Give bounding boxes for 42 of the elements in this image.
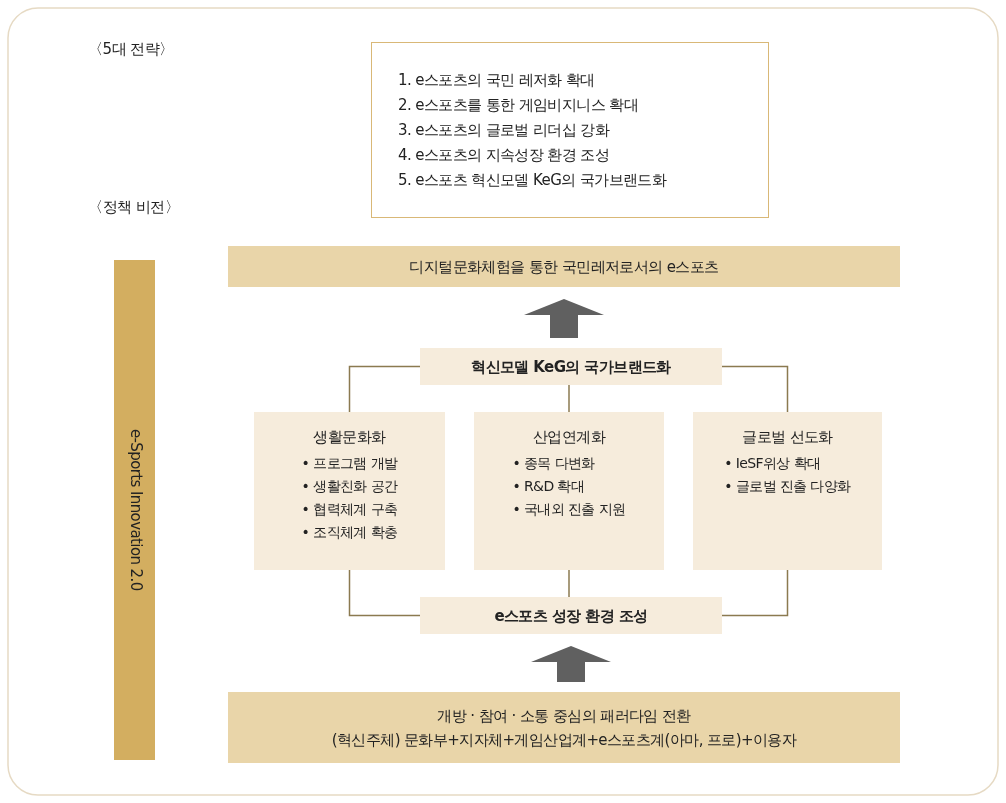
bullet-item: • IeSF위상 확대 [724,453,822,473]
bullet-item: • 종목 다변화 [512,453,596,473]
connector-line [348,365,421,413]
strategy-box [371,42,769,218]
section-label: 〈5대 전략〉 [88,40,174,59]
box-title: e스포츠 성장 환경 조성 [494,605,648,627]
bullet-item: • 조직체계 확충 [301,522,398,542]
category-heading: 생활문화화 [313,428,386,448]
category-box [474,412,664,570]
paradigm-band [228,692,900,763]
category-box [254,412,445,570]
bullet-item: • 글로벌 진출 다양화 [724,476,851,496]
strategy-item: 2. e스포츠를 통한 게임비지니스 확대 [398,94,638,116]
strategy-item: 4. e스포츠의 지속성장 환경 조성 [398,144,610,166]
box-title: 혁신모델 KeG의 국가브랜드화 [471,356,671,378]
connector-line [568,569,570,598]
category-heading: 글로벌 선도화 [742,428,833,448]
vertical-bar [114,260,155,760]
category-box [693,412,882,570]
band-text: 디지털문화체험을 통한 국민레저로서의 e스포츠 [409,256,719,278]
bullet-item: • 생활친화 공간 [301,476,398,496]
strategy-item: 3. e스포츠의 글로벌 리더십 강화 [398,119,610,141]
foundation-box [420,597,722,634]
strategy-item: 1. e스포츠의 국민 레저화 확대 [398,69,595,91]
block-arrow [531,646,611,682]
strategy-item: 5. e스포츠 혁신모델 KeG의 국가브랜드화 [398,169,667,191]
bullet-item: • 협력체계 구축 [301,499,398,519]
bullet-item: • 프로그램 개발 [301,453,398,473]
connector-line [348,569,421,617]
band-text: (혁신주체) 문화부+지자체+게임산업계+e스포츠계(아마, 프로)+이용자 [331,729,797,751]
connector-line [721,365,789,413]
brand-box [420,348,722,385]
category-heading: 산업연계화 [533,428,605,448]
band-text: 개방 · 참여 · 소통 중심의 패러다임 전환 [437,705,691,727]
connector-line [721,569,789,617]
connector-line [568,384,570,413]
block-arrow [524,299,604,338]
section-label: 〈정책 비전〉 [88,198,180,217]
bullet-item: • 국내외 진출 지원 [512,499,626,519]
bullet-item: • R&D 확대 [512,476,586,496]
vertical-label: e-Sports Innovation 2.0 [125,429,145,591]
vision-band [228,246,900,287]
